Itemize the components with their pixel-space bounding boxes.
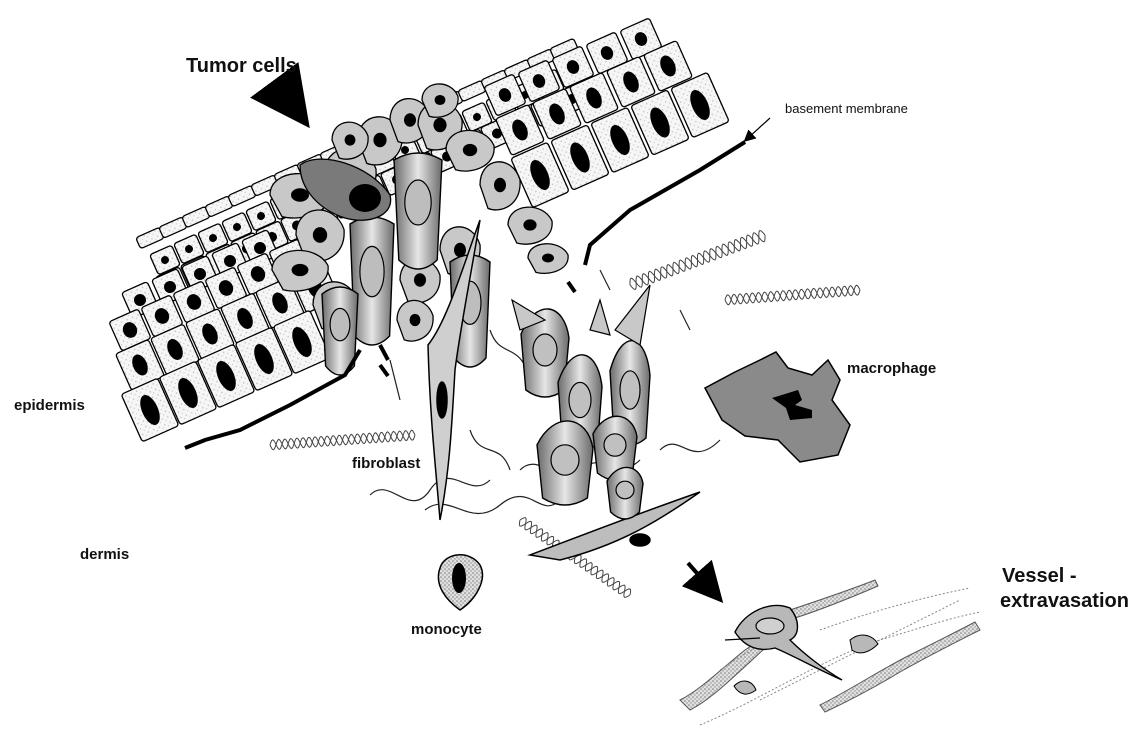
tumor-cell	[446, 130, 494, 171]
tumor-cell	[332, 122, 368, 159]
blood-vessel	[680, 580, 980, 725]
extravasation-arrow	[688, 563, 710, 588]
tumor-cell	[528, 244, 568, 274]
collagen-fiber	[725, 285, 860, 305]
basement-membrane-arrow	[748, 118, 770, 138]
basement-membrane-label: basement membrane	[785, 101, 908, 116]
macrophage-cell	[705, 352, 850, 462]
monocyte-cell	[438, 555, 482, 610]
extravasation-label: extravasation	[1000, 590, 1128, 613]
vessel-label: Vessel -	[1002, 565, 1077, 588]
invasive-tumor-cell	[394, 153, 442, 269]
tumor-cell	[508, 207, 552, 244]
migrating-tumor-cells	[512, 285, 650, 519]
collagen-fiber	[270, 430, 415, 450]
cell-protrusion	[590, 300, 610, 335]
tumor-cell	[397, 300, 433, 341]
epidermis-label: epidermis	[14, 397, 85, 414]
fibroblast-label: fibroblast	[352, 455, 420, 472]
migrating-tumor-cell	[607, 467, 643, 519]
tumor-cell	[422, 84, 458, 117]
macrophage-label: macrophage	[847, 360, 936, 377]
dermis-label: dermis	[80, 546, 129, 563]
monocyte-label: monocyte	[411, 621, 482, 638]
collagen-fiber	[630, 231, 765, 290]
cell-protrusion	[615, 285, 650, 345]
tumor-cells-arrow	[278, 85, 292, 104]
tumor-cells-label: Tumor cells	[186, 55, 297, 78]
tumor-cell	[480, 162, 520, 210]
migrating-tumor-cell	[537, 421, 593, 505]
